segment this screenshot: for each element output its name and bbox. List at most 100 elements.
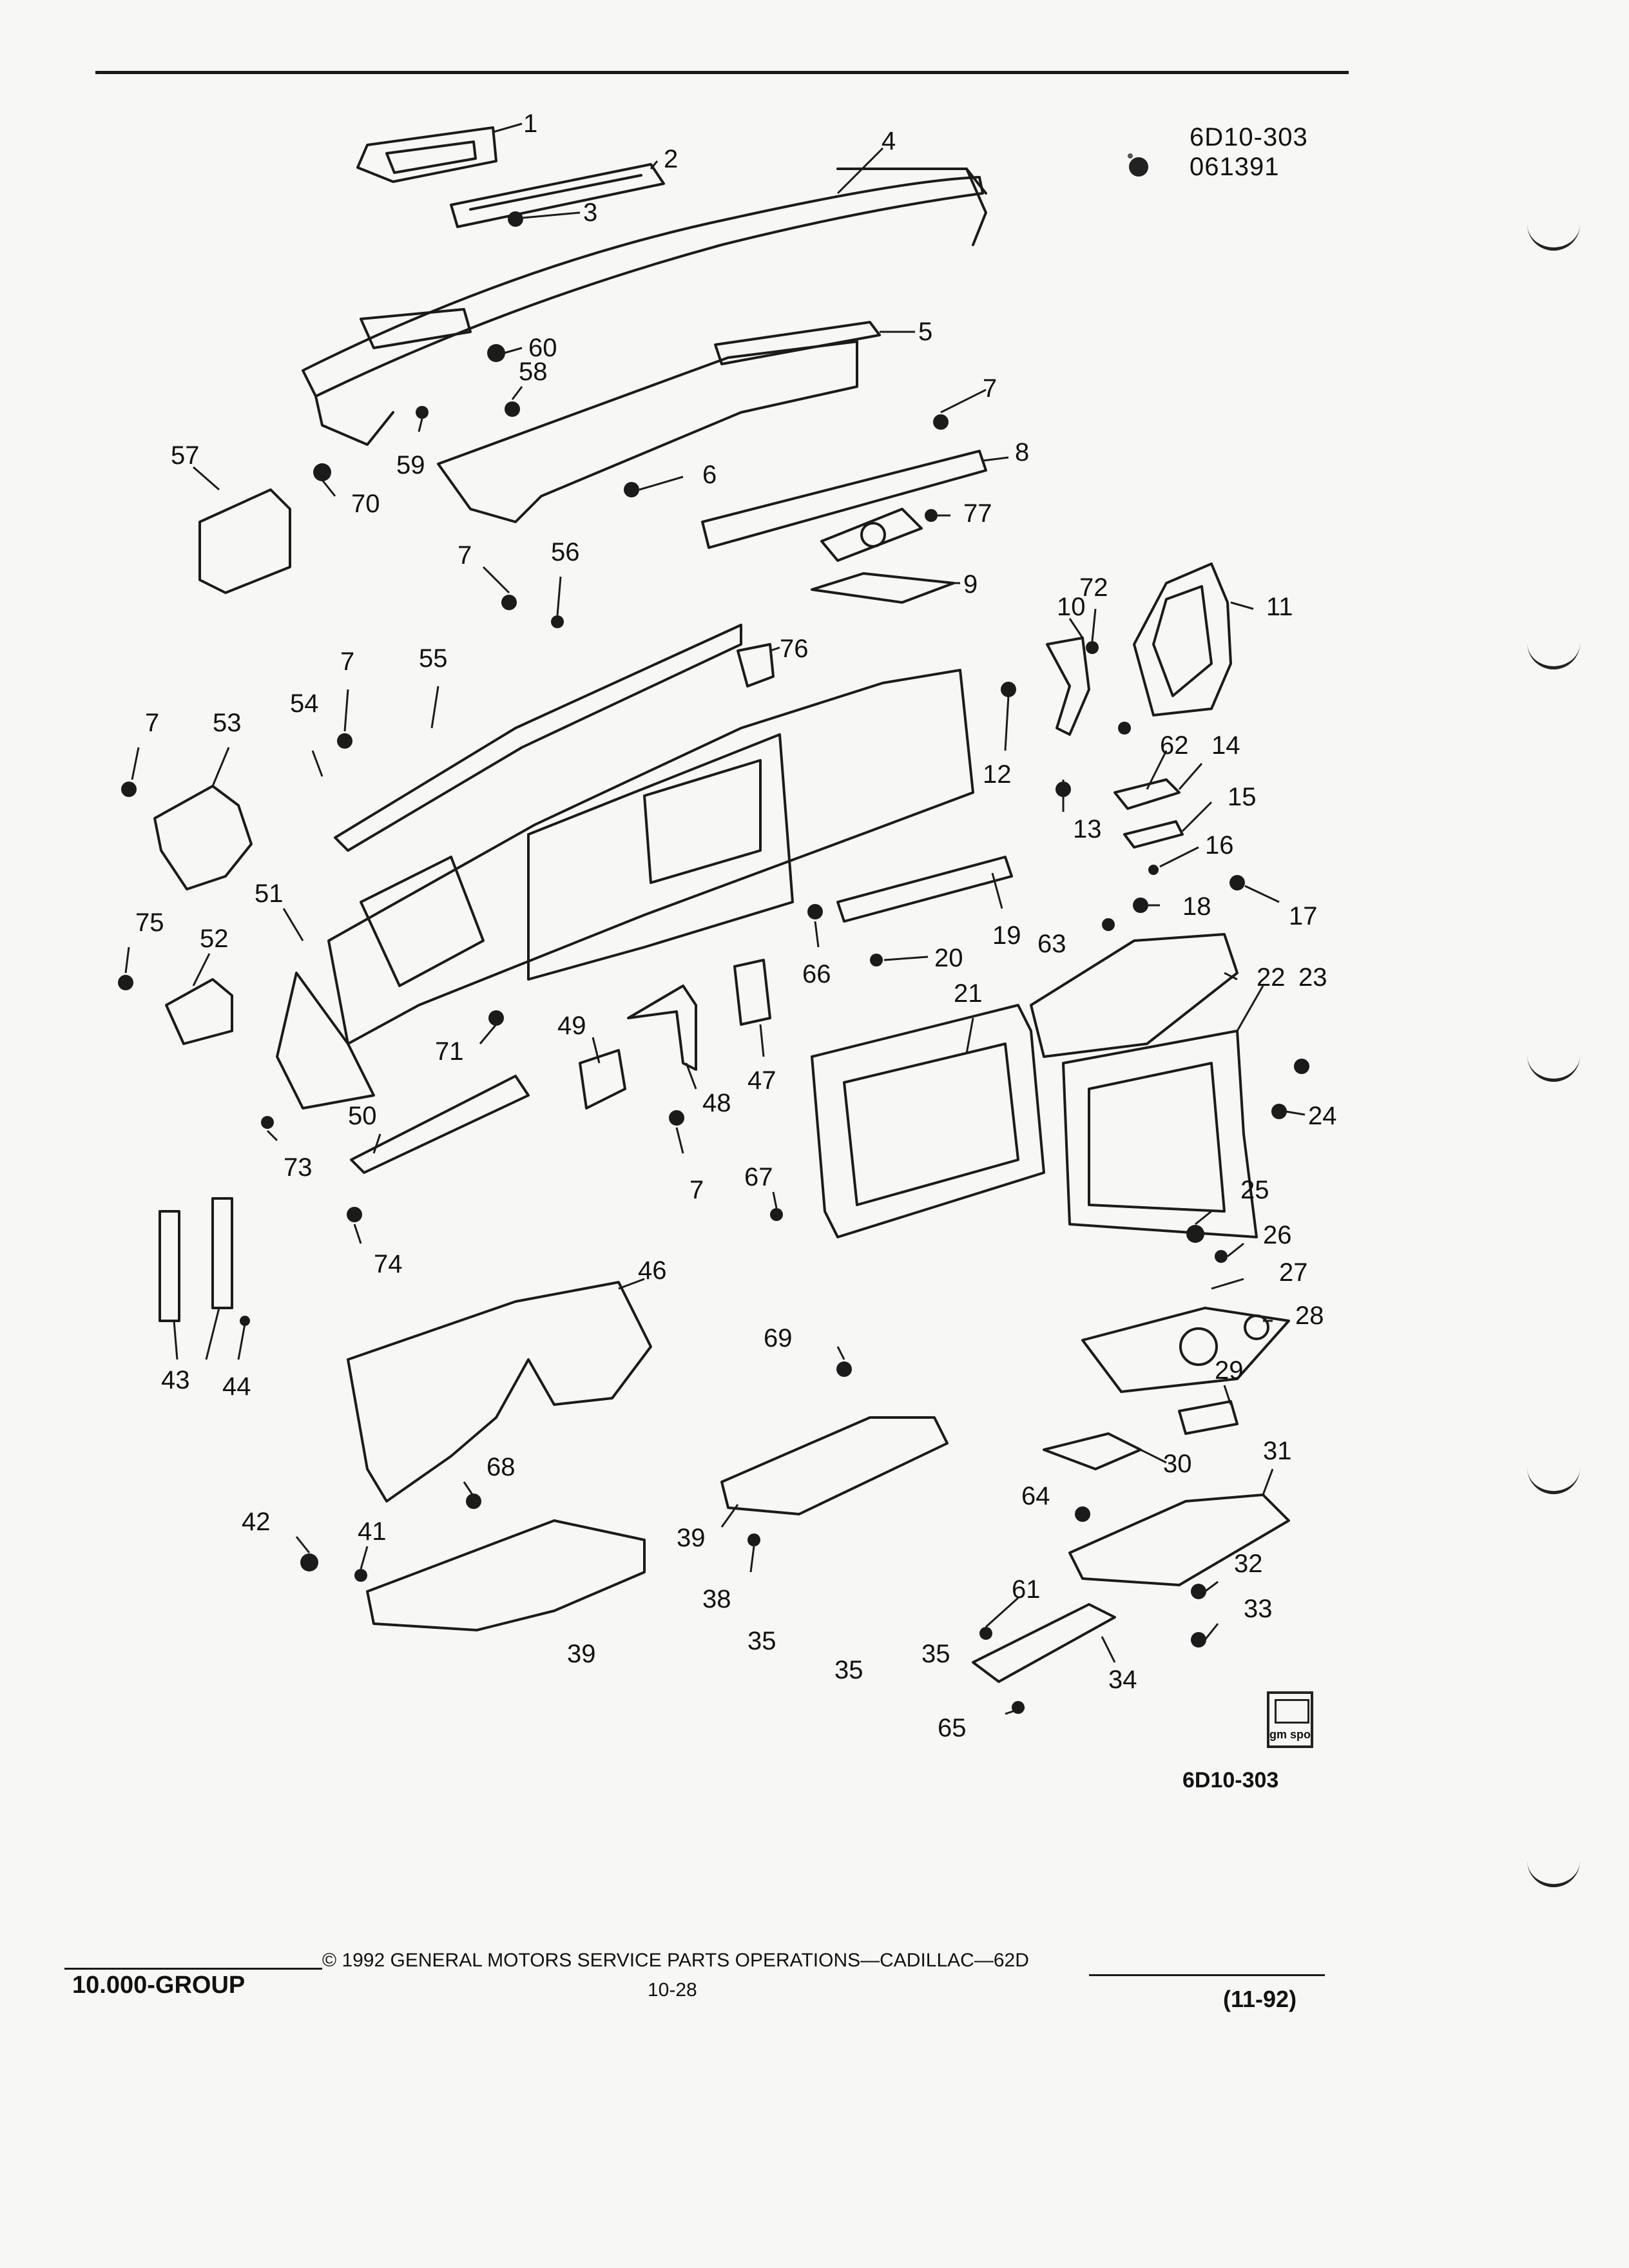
callout-16: 16 [1205, 831, 1234, 860]
callout-10: 10 [1057, 593, 1086, 621]
callout-63: 63 [1037, 930, 1066, 958]
part-11-trim-panel [1133, 562, 1232, 716]
callout-3: 3 [583, 198, 597, 227]
part-49-switch [579, 1049, 626, 1110]
group-label: 10.000-GROUP [72, 1972, 246, 1999]
callout-7-center: 7 [340, 648, 354, 676]
fastener-59 [416, 406, 429, 419]
callout-5: 5 [918, 318, 932, 346]
part-22-compartment [1030, 933, 1239, 1058]
fastener-69 [836, 1361, 852, 1377]
fastener-68 [466, 1494, 481, 1509]
callout-54: 54 [290, 689, 319, 718]
callout-46: 46 [638, 1256, 667, 1285]
figure-id-label: 6D10-303 [1182, 1768, 1279, 1792]
callout-4: 4 [882, 127, 896, 155]
callout-24: 24 [1308, 1102, 1337, 1130]
callout-49: 49 [557, 1012, 586, 1040]
part-drawings [153, 126, 1290, 1683]
revision-date: (11-92) [1223, 1986, 1297, 2012]
callout-27: 27 [1279, 1258, 1308, 1287]
callout-52: 52 [200, 925, 229, 953]
fastener-26 [1215, 1250, 1228, 1263]
callout-61: 61 [1012, 1575, 1041, 1604]
callout-64: 64 [1021, 1482, 1050, 1510]
reference-code: 6D10-303 [1190, 123, 1308, 151]
fastener-70 [313, 463, 331, 481]
callout-25: 25 [1240, 1176, 1269, 1204]
binder-curl-4 [1527, 1463, 1580, 1494]
part-29-pad [1178, 1400, 1239, 1435]
fastener-16 [1148, 865, 1159, 875]
callout-48: 48 [702, 1089, 731, 1117]
callout-58: 58 [519, 358, 548, 386]
callout-19: 19 [992, 921, 1021, 950]
fastener-66 [807, 904, 823, 919]
binder-curl-3 [1527, 1050, 1580, 1082]
callout-72: 72 [1079, 573, 1108, 602]
callout-35c: 35 [921, 1640, 950, 1668]
part-31-ashtray [1068, 1494, 1290, 1586]
fastener-24b [1271, 1104, 1287, 1119]
fastener-73 [261, 1116, 274, 1129]
callout-7-mid: 7 [458, 541, 472, 570]
callout-7-top: 7 [983, 374, 997, 403]
part-51-instrument-panel-carrier [276, 669, 974, 1110]
part-2-vent-strip [450, 163, 665, 228]
callout-13: 13 [1073, 815, 1102, 843]
fastener-58 [505, 401, 520, 417]
callout-26: 26 [1263, 1221, 1292, 1249]
callout-9: 9 [963, 570, 978, 599]
callout-43: 43 [161, 1366, 190, 1394]
part-48-bracket [627, 985, 697, 1071]
callout-41: 41 [358, 1517, 387, 1546]
top-rule [95, 71, 1349, 74]
fastener-18 [1133, 898, 1148, 913]
logo-inner-mark [1275, 1699, 1309, 1724]
binder-curl-2 [1527, 638, 1580, 669]
gm-spo-logo: gm spo [1267, 1691, 1313, 1748]
callout-65: 65 [938, 1714, 967, 1742]
fastener-24a [1294, 1059, 1309, 1074]
fastener-38 [747, 1533, 760, 1546]
fastener-7-center [337, 733, 352, 749]
callout-1: 1 [523, 110, 537, 138]
callout-57: 57 [171, 441, 200, 470]
callout-23: 23 [1298, 963, 1327, 992]
callout-20: 20 [934, 944, 963, 972]
callout-62: 62 [1160, 731, 1189, 760]
callout-33: 33 [1244, 1595, 1273, 1623]
part-50-trim [350, 1075, 530, 1174]
copyright-line: © 1992 GENERAL MOTORS SERVICE PARTS OPER… [322, 1950, 1029, 1971]
binder-curl-1 [1527, 219, 1580, 251]
part-55-lower-trim [334, 624, 742, 852]
logo-text: gm spo [1269, 1728, 1311, 1741]
fastener-77 [925, 509, 938, 522]
part-46-lower-panel [347, 1281, 652, 1503]
callout-21: 21 [954, 979, 983, 1008]
callout-66: 66 [802, 960, 831, 988]
fastener-74 [347, 1207, 362, 1222]
callout-74: 74 [374, 1250, 403, 1278]
callout-53: 53 [213, 709, 242, 737]
callout-28: 28 [1295, 1302, 1324, 1330]
part-1-bezel [356, 126, 497, 183]
callout-2: 2 [664, 145, 678, 173]
callout-17: 17 [1289, 902, 1318, 930]
callout-30: 30 [1163, 1450, 1192, 1478]
fastener-6 [624, 482, 639, 497]
binder-curl-5 [1527, 1856, 1580, 1887]
part-8-speaker-trim [701, 450, 987, 562]
callout-22: 22 [1257, 963, 1286, 992]
callout-38: 38 [702, 1585, 731, 1613]
callout-12: 12 [983, 760, 1012, 789]
callout-47: 47 [747, 1066, 776, 1095]
fastener-7-left [121, 782, 137, 797]
callout-35a: 35 [747, 1627, 776, 1655]
callout-11: 11 [1266, 593, 1293, 621]
part-43-seals [159, 1197, 233, 1322]
fastener-7-top [933, 414, 949, 430]
fastener-60 [487, 344, 505, 362]
fastener-71 [488, 1010, 504, 1026]
